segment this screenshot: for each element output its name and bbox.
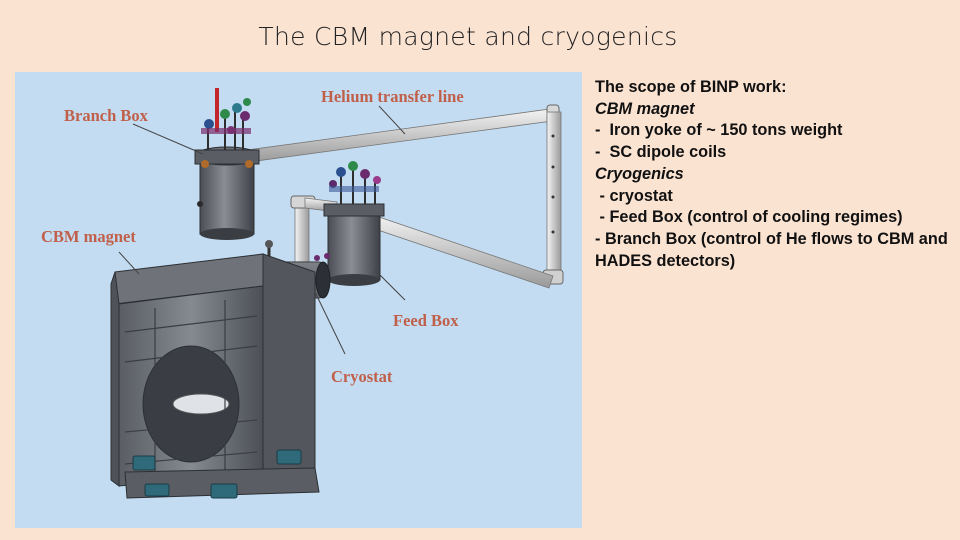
cbm-figure: Branch Box Helium transfer line CBM magn… [15, 72, 582, 528]
feed-box-vessel [323, 161, 385, 286]
helium-transfer-line [246, 104, 564, 285]
notes-heading: The scope of BINP work: [595, 78, 787, 96]
scope-notes: The scope of BINP work: CBM magnet - Iro… [595, 77, 950, 272]
callout-helium-transfer-line: Helium transfer line [321, 87, 464, 106]
notes-cryo-item-2: - Feed Box (control of cooling regimes) [595, 208, 903, 227]
notes-magnet-item-2: - SC dipole coils [595, 143, 727, 162]
notes-cryo-item-3: - Branch Box (control of He flows to CBM… [595, 229, 948, 270]
callout-cbm-magnet: CBM magnet [41, 227, 136, 246]
slide-title: The CBM magnet and cryogenics [258, 22, 678, 51]
notes-cryo-item-1: - cryostat [595, 186, 673, 205]
notes-magnet-item-1: - Iron yoke of ~ 150 tons weight [595, 121, 843, 140]
cbm-magnet-yoke [110, 253, 320, 499]
branch-box-vessel [194, 88, 260, 240]
callout-cryostat: Cryostat [331, 367, 393, 386]
leader-lines [118, 105, 406, 355]
notes-cryo-heading: Cryogenics [595, 164, 684, 183]
cbm-cryogenics-drawing [110, 88, 564, 499]
notes-magnet-heading: CBM magnet [595, 99, 695, 118]
callout-feed-box: Feed Box [393, 311, 459, 330]
callout-branch-box: Branch Box [64, 106, 148, 125]
